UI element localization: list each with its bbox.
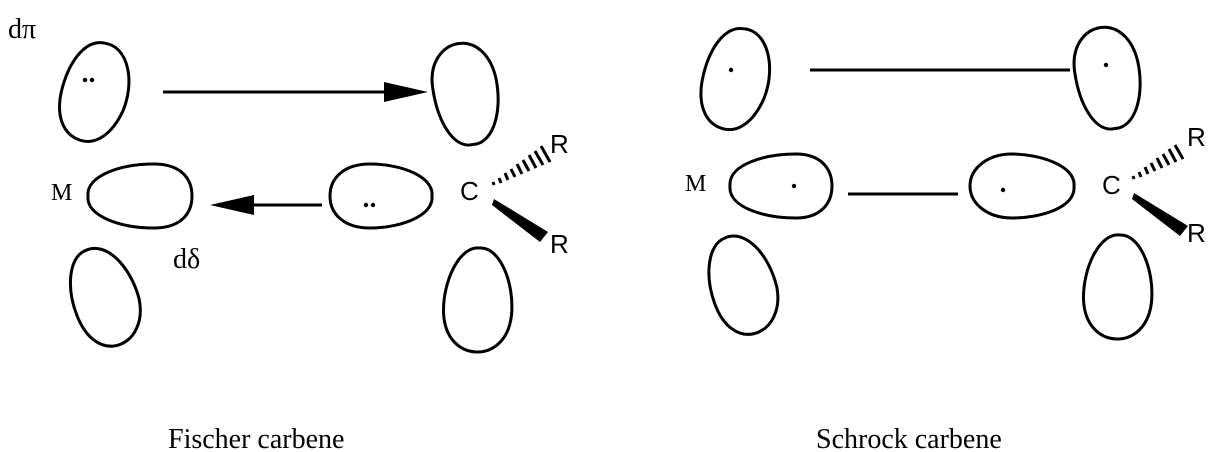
solid-wedge-bond [1132,193,1188,236]
hashed-wedge-bond [1131,144,1185,180]
r-group-bottom: R [1187,218,1206,248]
carbon-sp2-lone-pair-orbital [328,162,434,230]
electron-dot [363,202,369,208]
electron-dot [370,202,376,208]
schrock-caption: Schrock carbene [816,424,1002,452]
electron-dot [728,67,734,73]
metal-d-pi-orbital [699,27,772,132]
d-delta-label: dδ [173,244,200,275]
metal-d-delta-orbital [86,162,194,230]
metal-lower-orbital [69,247,142,348]
pi-backdonation-arrowhead [384,82,428,102]
carbon-p-orbital-lower [1082,233,1154,341]
hashed-wedge-bond [491,145,552,186]
solid-wedge-bond [492,199,548,242]
schrock-carbene-panel: M C R R Schro [685,25,1206,452]
fischer-carbene-panel: dπ M dδ C [8,14,569,452]
carbon-sp2-orbital [968,152,1076,220]
electron-dot [82,77,88,83]
r-group-top: R [550,129,569,159]
carbon-p-orbital-upper [430,41,500,147]
carbon-label: C [460,176,479,206]
carbon-p-orbital-lower [442,246,514,354]
carbon-p-orbital-upper [1072,25,1142,131]
d-pi-label: dπ [8,14,36,45]
electron-dot [791,183,797,189]
metal-label: M [51,180,72,206]
electron-dot [89,77,95,83]
carbon-label: C [1102,170,1121,200]
electron-dot [1103,62,1109,68]
sigma-donation-arrowhead [210,195,254,215]
r-group-top: R [1187,122,1206,152]
fischer-caption: Fischer carbene [168,424,344,452]
metal-d-sigma-orbital [728,152,834,220]
metal-d-pi-orbital [58,41,131,143]
electron-dot [1000,187,1006,193]
r-group-bottom: R [550,229,569,259]
metal-lower-orbital [707,234,780,336]
metal-label: M [685,171,706,197]
